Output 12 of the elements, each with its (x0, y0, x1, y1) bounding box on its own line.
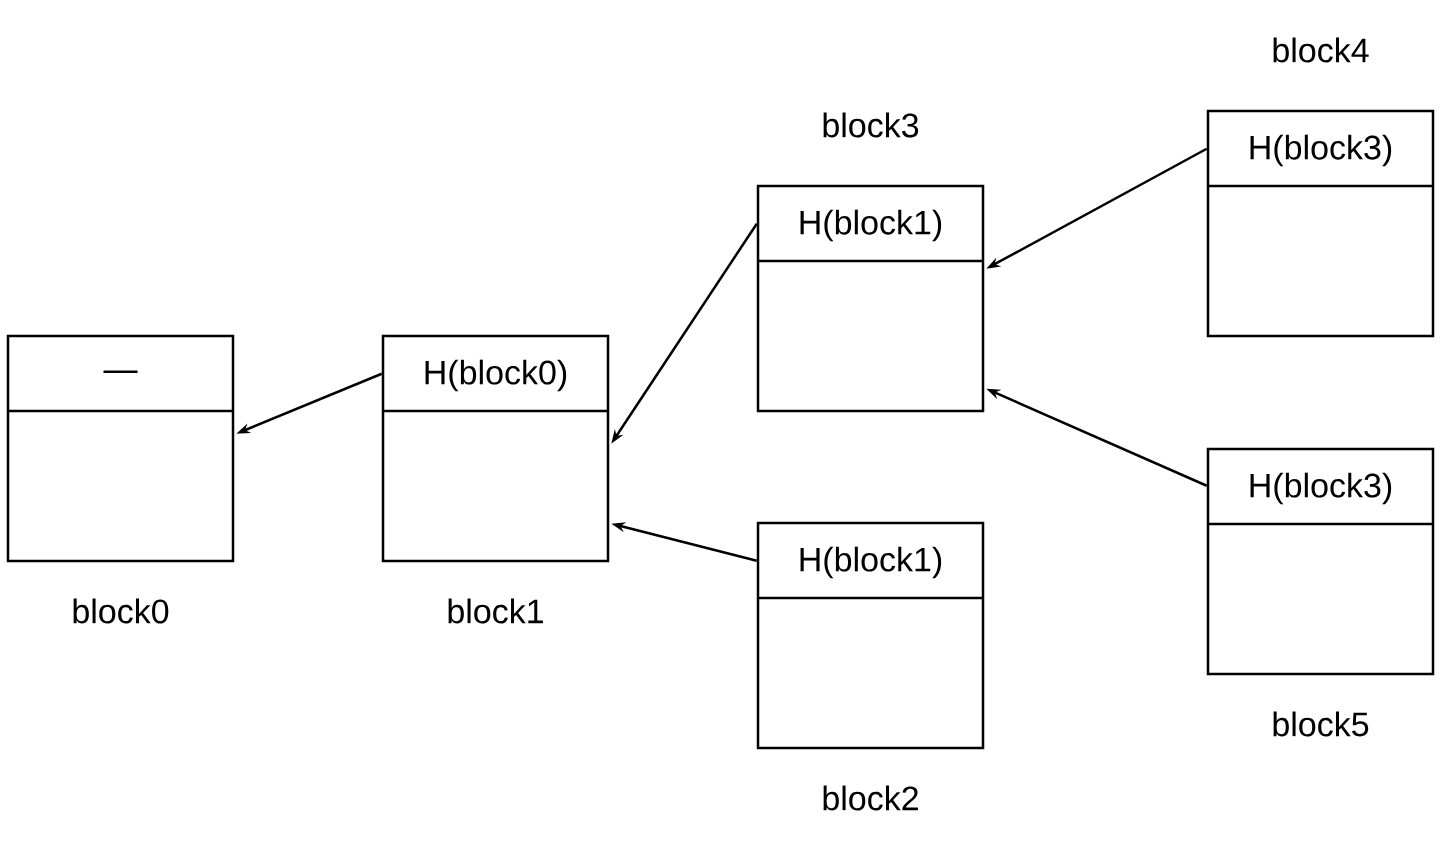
block-label: block4 (1273, 37, 1369, 63)
block-label: block5 (1273, 711, 1369, 737)
block-label: block1 (448, 598, 543, 624)
block-label: block2 (823, 785, 918, 811)
block-box: H(block3) (1206, 447, 1435, 676)
block-box: H(block1) (756, 521, 985, 750)
block-box: H(block3) (1206, 109, 1435, 338)
block-box: H(block1) (756, 184, 985, 413)
block-box: H(block0) (381, 334, 610, 563)
block-label: block3 (823, 112, 919, 138)
block-box: — (6, 334, 235, 563)
block-label: block0 (73, 598, 169, 624)
